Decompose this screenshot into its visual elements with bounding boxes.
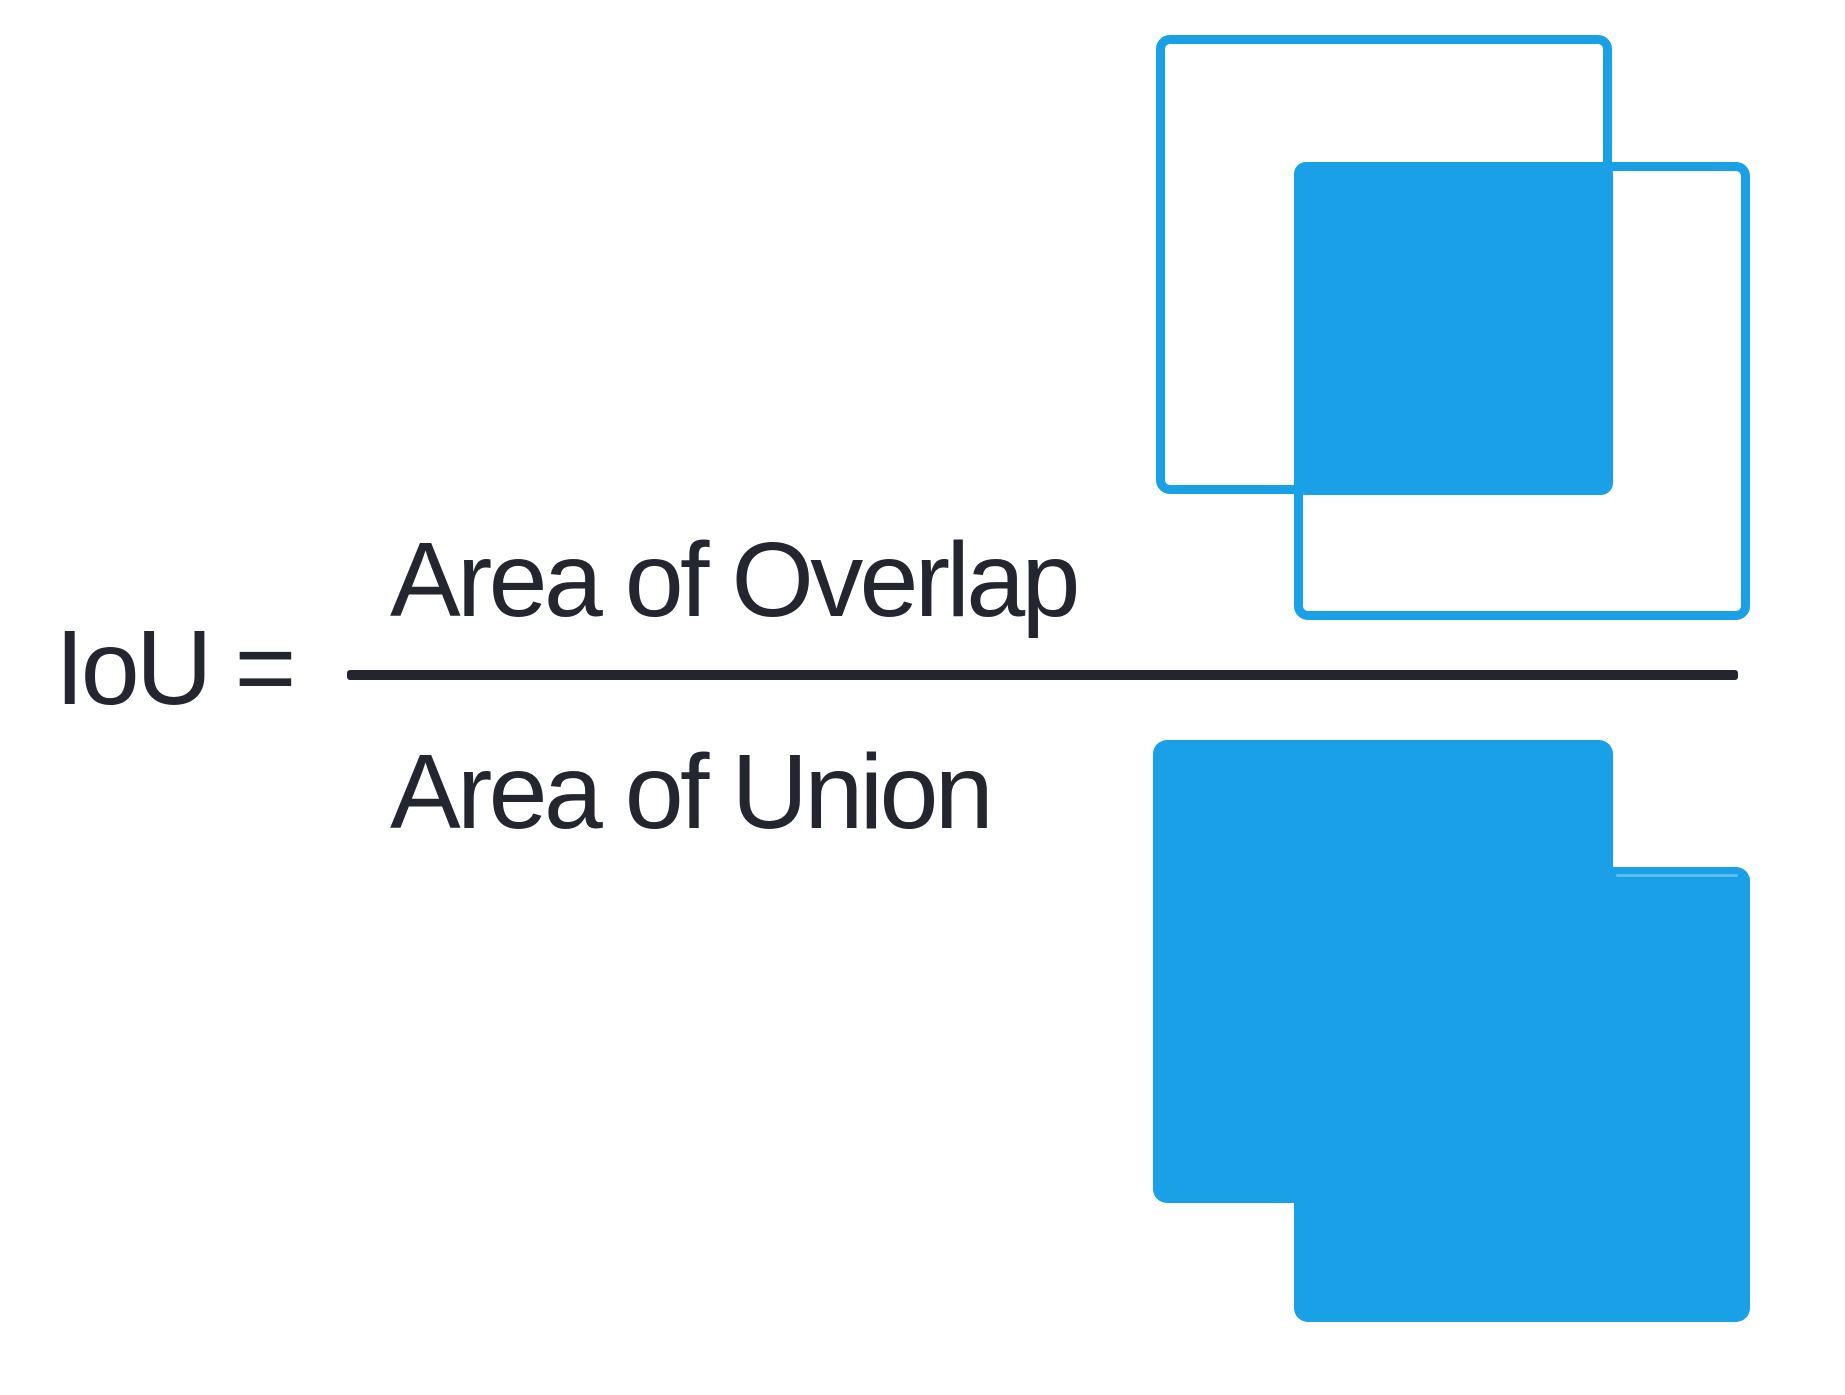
- denominator-label: Area of Union: [390, 733, 994, 851]
- overlap-fill: [1294, 162, 1613, 495]
- numerator-label: Area of Overlap: [390, 521, 1080, 639]
- outlined-box-b: [1294, 162, 1750, 620]
- union-seam-line: [1616, 874, 1738, 877]
- iou-equals-label: IoU =: [55, 609, 296, 727]
- fraction-bar: [347, 670, 1738, 680]
- union-box-b: [1294, 867, 1750, 1322]
